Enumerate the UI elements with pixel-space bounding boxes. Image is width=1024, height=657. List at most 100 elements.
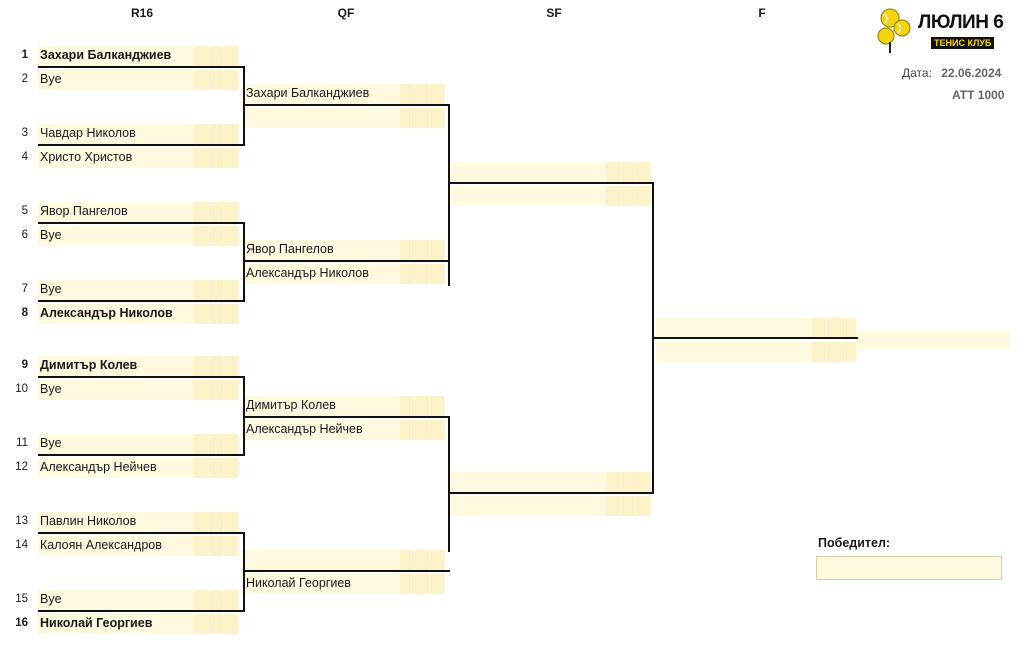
r16-player-row[interactable]: Павлин Николов [38,512,239,532]
score-cell[interactable] [209,458,223,478]
score-cell[interactable] [224,590,238,610]
score-cell[interactable] [430,574,444,594]
score-cell[interactable] [415,574,429,594]
sf-player-row[interactable] [450,496,651,516]
score-cell[interactable] [209,226,223,246]
score-cell[interactable] [209,614,223,634]
champion-cell[interactable] [858,330,1010,350]
score-cell[interactable] [415,108,429,128]
score-cell[interactable] [224,70,238,90]
final-player-row[interactable] [656,318,857,338]
score-cell[interactable] [430,240,444,260]
score-cell[interactable] [209,434,223,454]
score-cell[interactable] [636,186,650,206]
score-cell[interactable] [194,458,208,478]
score-cell[interactable] [209,590,223,610]
score-cell[interactable] [209,280,223,300]
r16-player-row[interactable]: Bye [38,280,239,300]
score-cell[interactable] [636,472,650,492]
score-cell[interactable] [415,240,429,260]
score-cell[interactable] [636,496,650,516]
score-cell[interactable] [827,342,841,362]
qf-player-row[interactable]: Александър Нейчев [244,420,445,440]
score-cell[interactable] [400,84,414,104]
qf-player-row[interactable]: Александър Николов [244,264,445,284]
score-cell[interactable] [415,550,429,570]
r16-player-row[interactable]: Bye [38,590,239,610]
score-cell[interactable] [194,590,208,610]
score-cell[interactable] [621,186,635,206]
sf-player-row[interactable] [450,472,651,492]
score-cell[interactable] [842,342,856,362]
score-cell[interactable] [194,70,208,90]
score-cell[interactable] [209,536,223,556]
sf-player-row[interactable] [450,186,651,206]
score-cell[interactable] [621,496,635,516]
score-cell[interactable] [194,202,208,222]
winner-field[interactable] [816,556,1002,580]
score-cell[interactable] [400,108,414,128]
score-cell[interactable] [194,280,208,300]
r16-player-row[interactable]: Bye [38,226,239,246]
qf-player-row[interactable]: Димитър Колев [244,396,445,416]
score-cell[interactable] [430,84,444,104]
score-cell[interactable] [812,318,826,338]
score-cell[interactable] [621,472,635,492]
r16-player-row[interactable]: Димитър Колев [38,356,239,376]
r16-player-row[interactable]: Александър Николов [38,304,239,324]
score-cell[interactable] [224,148,238,168]
score-cell[interactable] [224,46,238,66]
score-cell[interactable] [430,396,444,416]
score-cell[interactable] [224,280,238,300]
score-cell[interactable] [606,472,620,492]
sf-player-row[interactable] [450,162,651,182]
score-cell[interactable] [224,614,238,634]
score-cell[interactable] [209,70,223,90]
score-cell[interactable] [400,264,414,284]
score-cell[interactable] [812,342,826,362]
score-cell[interactable] [209,124,223,144]
final-player-row[interactable] [656,342,857,362]
score-cell[interactable] [224,202,238,222]
score-cell[interactable] [430,264,444,284]
score-cell[interactable] [194,124,208,144]
score-cell[interactable] [621,162,635,182]
r16-player-row[interactable]: Bye [38,70,239,90]
score-cell[interactable] [209,148,223,168]
score-cell[interactable] [194,614,208,634]
score-cell[interactable] [606,162,620,182]
score-cell[interactable] [415,396,429,416]
score-cell[interactable] [194,304,208,324]
score-cell[interactable] [224,458,238,478]
score-cell[interactable] [194,380,208,400]
score-cell[interactable] [636,162,650,182]
score-cell[interactable] [194,226,208,246]
score-cell[interactable] [224,304,238,324]
score-cell[interactable] [194,434,208,454]
score-cell[interactable] [194,148,208,168]
score-cell[interactable] [400,550,414,570]
score-cell[interactable] [430,550,444,570]
score-cell[interactable] [430,420,444,440]
r16-player-row[interactable]: Bye [38,434,239,454]
r16-player-row[interactable]: Христо Христов [38,148,239,168]
score-cell[interactable] [224,380,238,400]
score-cell[interactable] [194,356,208,376]
score-cell[interactable] [842,318,856,338]
score-cell[interactable] [415,264,429,284]
score-cell[interactable] [400,396,414,416]
score-cell[interactable] [224,356,238,376]
score-cell[interactable] [415,84,429,104]
score-cell[interactable] [430,108,444,128]
score-cell[interactable] [415,420,429,440]
score-cell[interactable] [209,356,223,376]
score-cell[interactable] [400,420,414,440]
score-cell[interactable] [224,434,238,454]
score-cell[interactable] [209,202,223,222]
r16-player-row[interactable]: Bye [38,380,239,400]
score-cell[interactable] [209,512,223,532]
score-cell[interactable] [224,124,238,144]
score-cell[interactable] [209,46,223,66]
score-cell[interactable] [194,46,208,66]
score-cell[interactable] [224,512,238,532]
